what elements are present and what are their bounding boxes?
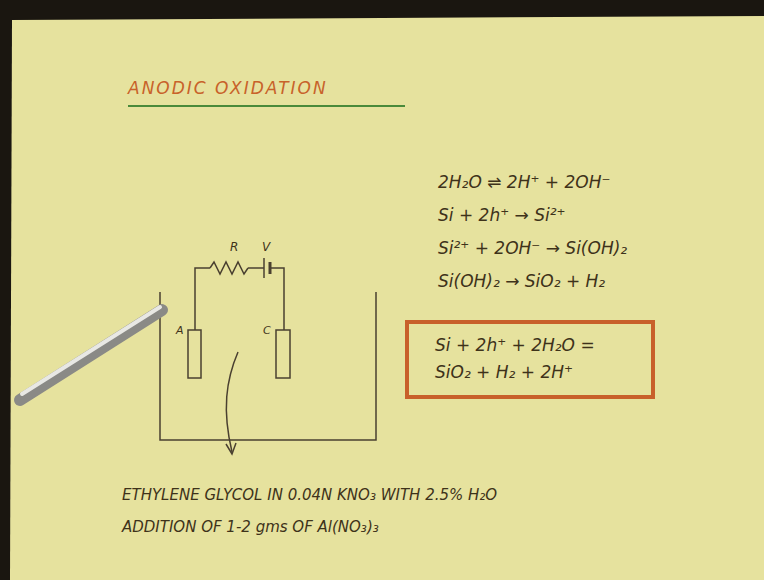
pointer-stick [20,310,162,400]
wire [270,268,284,330]
arrow-head [226,443,236,454]
equation: Si(OH)₂ → SiO₂ + H₂ [438,271,605,291]
beaker [160,292,376,440]
anode-electrode [188,330,201,378]
equation: Si + 2h⁺ + 2H₂O = SiO₂ + H₂ + 2H⁺ [435,332,625,386]
note: ADDITION OF 1-2 gms OF Al(NO₃)₃ [122,518,379,536]
electrode-label: A [176,324,184,337]
pointer-stick [20,307,162,400]
wire [248,267,264,269]
note: ETHYLENE GLYCOL IN 0.04N KNO₃ WITH 2.5% … [122,486,497,504]
paper-sheet [10,16,764,580]
equation: Si²⁺ + 2OH⁻ → Si(OH)₂ [438,238,627,258]
resistor-label: R [230,240,238,254]
pointer-highlight [22,307,160,394]
title-underline [128,105,405,107]
voltage-label: V [262,240,270,254]
wire [195,268,210,330]
electrode-label: C [263,324,271,337]
equation: 2H₂O ⇌ 2H⁺ + 2OH⁻ [438,172,610,192]
resistor-symbol [210,262,248,274]
cell-circuit [160,258,376,454]
battery-symbol [263,258,265,278]
result-box: Si + 2h⁺ + 2H₂O = SiO₂ + H₂ + 2H⁺ [405,320,655,399]
equation: Si + 2h⁺ → Si²⁺ [438,205,565,225]
title: ANODIC OXIDATION [128,78,328,98]
leader-line [226,352,238,452]
cathode-electrode [276,330,290,378]
